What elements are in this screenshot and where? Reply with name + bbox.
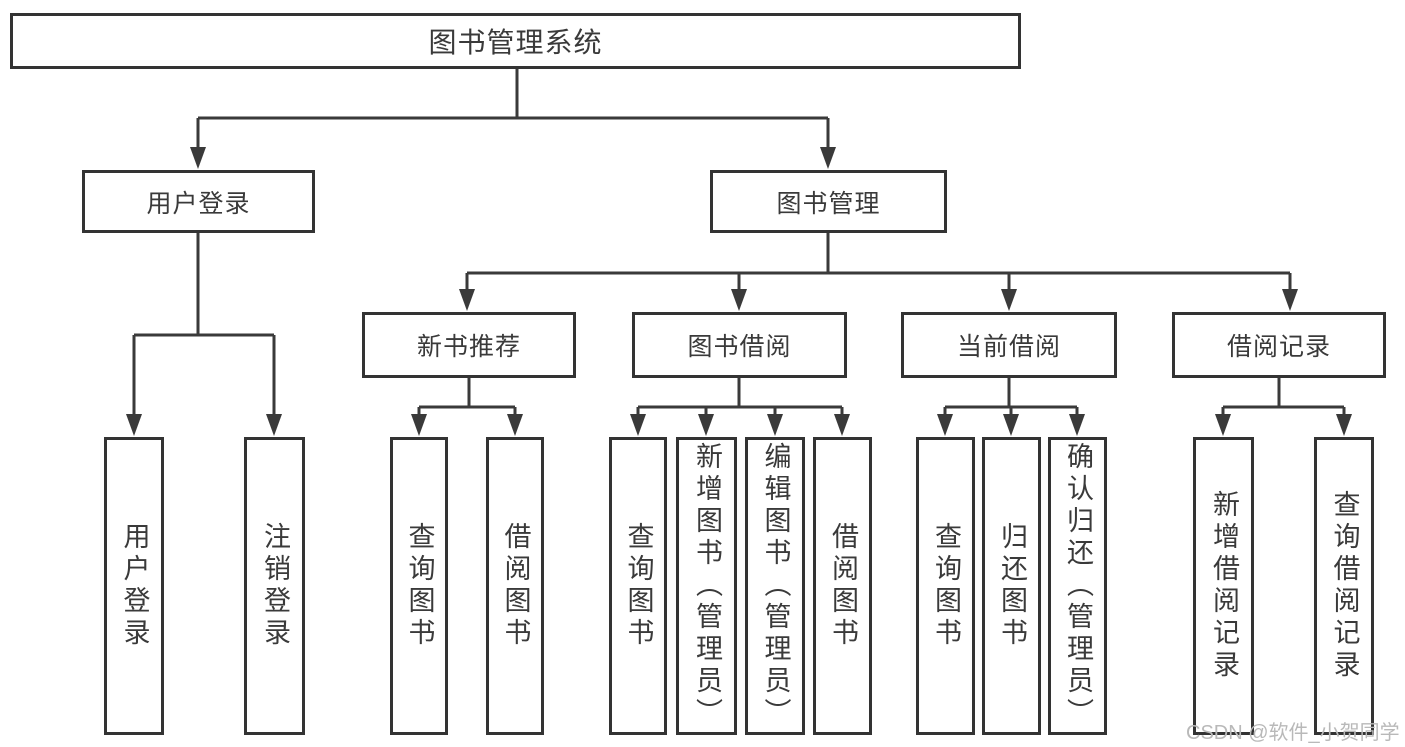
leaf-edit-books-admin: 编辑图书（管理员） (745, 437, 805, 735)
leaf-confirm-return-admin: 确认归还（管理员） (1048, 437, 1107, 735)
leaf-label: 查询图书 (404, 522, 435, 650)
leaf-label: 注销登录 (260, 522, 290, 650)
node-label: 新书推荐 (416, 333, 521, 361)
leaf-label: 确认归还（管理员） (1063, 442, 1093, 730)
leaf-query-books-current: 查询图书 (916, 437, 975, 735)
node-label: 用户登录 (146, 189, 251, 218)
leaf-label: 查询图书 (931, 522, 961, 650)
node-user-login: 用户登录 (82, 170, 315, 233)
node-book-management: 图书管理 (710, 170, 947, 233)
leaf-label: 编辑图书（管理员） (760, 442, 791, 730)
leaf-borrow-books: 借阅图书 (813, 437, 872, 735)
leaf-label: 用户登录 (119, 522, 150, 650)
node-borrowing-records: 借阅记录 (1172, 312, 1386, 378)
leaf-add-books-admin: 新增图书（管理员） (676, 437, 737, 735)
leaf-return-books: 归还图书 (982, 437, 1041, 735)
node-label: 图书借阅 (687, 333, 792, 361)
leaf-query-books-recommend: 查询图书 (390, 437, 448, 735)
node-new-book-recommendation: 新书推荐 (362, 312, 576, 378)
node-label: 当前借阅 (956, 333, 1061, 361)
node-book-borrowing: 图书借阅 (632, 312, 847, 378)
leaf-label: 借阅图书 (828, 522, 858, 650)
node-library-management-system: 图书管理系统 (10, 13, 1021, 69)
leaf-label: 归还图书 (997, 522, 1027, 650)
node-label: 图书管理系统 (428, 27, 603, 58)
leaf-query-borrow-record: 查询借阅记录 (1314, 437, 1374, 735)
leaf-borrow-books-recommend: 借阅图书 (486, 437, 544, 735)
leaf-user-login: 用户登录 (104, 437, 164, 735)
node-current-borrowing: 当前借阅 (901, 312, 1117, 378)
leaf-add-borrow-record: 新增借阅记录 (1193, 437, 1254, 735)
node-label: 图书管理 (776, 189, 881, 218)
leaf-label: 查询图书 (623, 522, 654, 650)
arrowheads (126, 147, 1352, 436)
leaf-label: 新增借阅记录 (1209, 490, 1239, 682)
leaf-label: 借阅图书 (500, 522, 531, 650)
leaf-query-books-borrowing: 查询图书 (609, 437, 667, 735)
leaf-label: 新增图书（管理员） (692, 442, 722, 730)
node-label: 借阅记录 (1226, 333, 1331, 361)
leaf-logout: 注销登录 (244, 437, 305, 735)
leaf-label: 查询借阅记录 (1329, 490, 1360, 682)
csdn-watermark: CSDN @软件_小贺同学 (1186, 722, 1400, 744)
